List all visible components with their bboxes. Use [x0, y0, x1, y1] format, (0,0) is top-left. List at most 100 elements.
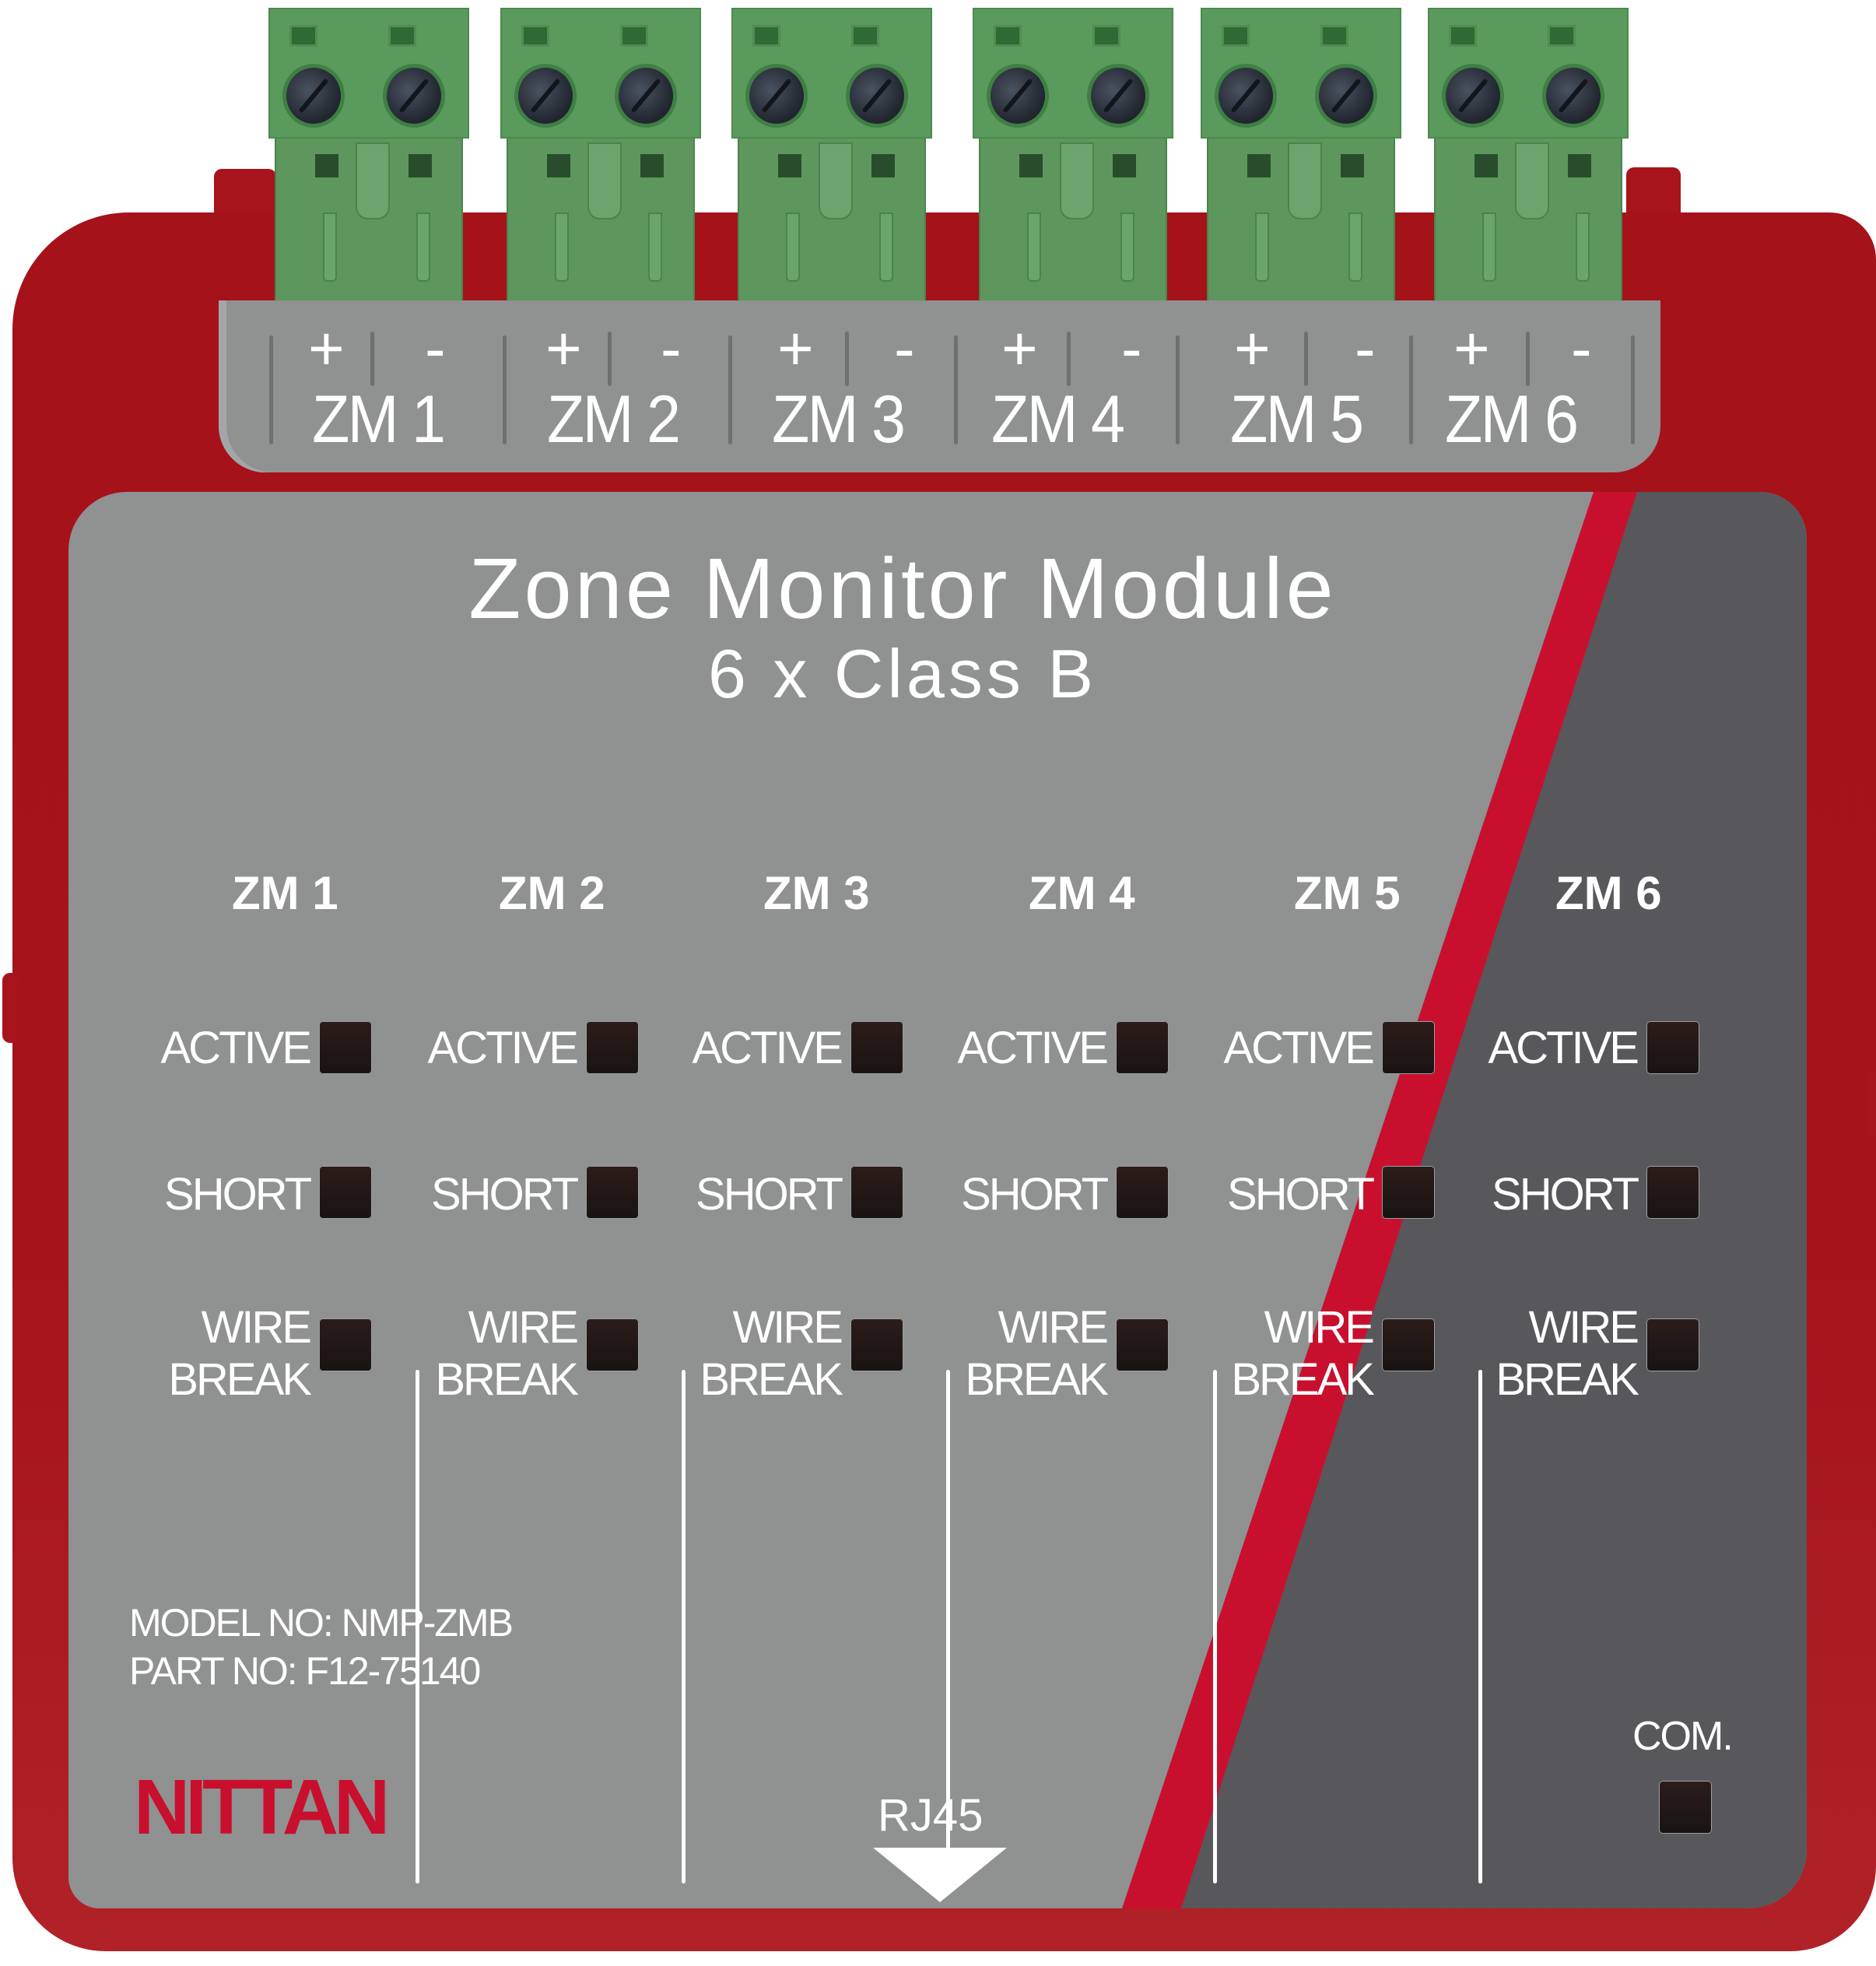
column-divider [416, 1370, 419, 1883]
terminal-minus-label: - [1571, 314, 1592, 383]
latch-tab[interactable] [819, 142, 853, 219]
terminal-plus-label: + [1001, 314, 1038, 383]
led-label-short: SHORT [1492, 1169, 1639, 1220]
terminal-plug [507, 139, 695, 300]
strip-divider [1176, 335, 1180, 444]
screw-plus-icon[interactable] [987, 64, 1049, 128]
led-active-zm3 [850, 1021, 903, 1074]
led-wire-zm2 [586, 1318, 639, 1371]
terminal-minus-label: - [661, 314, 682, 383]
latch-tab[interactable] [1515, 142, 1549, 219]
terminal-block-4[interactable] [973, 8, 1173, 300]
led-wire-zm5 [1382, 1318, 1435, 1371]
column-divider [1478, 1370, 1482, 1883]
led-label-wire: WIRE [732, 1302, 843, 1353]
terminal-zone-label: ZM 6 [1445, 382, 1579, 457]
latch-tab[interactable] [1060, 142, 1094, 219]
latch-tab[interactable] [1288, 142, 1322, 219]
screw-minus-icon[interactable] [1542, 64, 1604, 128]
terminal-zone-label: ZM 3 [772, 382, 906, 457]
led-active-zm6 [1646, 1021, 1699, 1074]
led-label-active: ACTIVE [692, 1023, 843, 1073]
terminal-plus-label: + [777, 314, 814, 383]
led-label-wire: WIRE [468, 1302, 579, 1353]
screw-minus-icon[interactable] [615, 64, 677, 128]
terminal-block-6[interactable] [1428, 8, 1629, 300]
terminal-plus-label: + [1453, 314, 1490, 383]
screw-plus-icon[interactable] [1442, 64, 1504, 128]
screw-minus-icon[interactable] [846, 64, 908, 128]
module-title: Zone Monitor Module [468, 541, 1337, 637]
terminal-plug [1207, 139, 1395, 300]
terminal-block-3[interactable] [731, 8, 932, 300]
terminal-head [1428, 8, 1629, 139]
terminal-head [731, 8, 932, 139]
led-label-break: BREAK [1496, 1354, 1639, 1405]
screw-minus-icon[interactable] [1087, 64, 1149, 128]
strip-divider [1631, 335, 1635, 444]
module-subtitle: 6 x Class B [707, 635, 1098, 712]
terminal-head [500, 8, 701, 139]
led-label-break: BREAK [168, 1354, 312, 1405]
screw-minus-icon[interactable] [383, 64, 445, 128]
strip-subdivider [370, 332, 374, 386]
screw-plus-icon[interactable] [1215, 64, 1277, 128]
led-label-short: SHORT [431, 1169, 579, 1220]
screw-plus-icon[interactable] [514, 64, 577, 128]
led-label-break: BREAK [435, 1354, 579, 1405]
led-label-wire: WIRE [1528, 1302, 1639, 1353]
column-divider [682, 1370, 686, 1883]
led-active-zm5 [1382, 1021, 1435, 1074]
led-label-active: ACTIVE [427, 1023, 579, 1073]
strip-divider [1409, 335, 1413, 444]
terminal-label-strip: +-ZM 1+-ZM 2+-ZM 3+-ZM 4+-ZM 5+-ZM 6 [219, 300, 1660, 472]
strip-subdivider [845, 332, 849, 386]
wire-entry-slot [289, 25, 317, 47]
strip-divider [728, 335, 732, 444]
column-divider [946, 1370, 950, 1883]
faceplate-graphic [1122, 492, 1807, 1908]
led-label-short: SHORT [164, 1169, 312, 1220]
led-label-break: BREAK [965, 1354, 1109, 1405]
wire-entry-slot [620, 25, 648, 47]
led-label-break: BREAK [1231, 1354, 1375, 1405]
terminal-block-2[interactable] [500, 8, 701, 300]
wire-entry-slot [1449, 25, 1477, 47]
led-label-wire: WIRE [998, 1302, 1109, 1353]
terminal-plus-label: + [308, 314, 345, 383]
terminal-plug [979, 139, 1167, 300]
terminal-zone-label: ZM 5 [1230, 382, 1364, 457]
wire-entry-slot [1320, 25, 1348, 47]
wire-entry-slot [388, 25, 416, 47]
zone-heading: ZM 6 [1555, 867, 1662, 919]
screw-minus-icon[interactable] [1315, 64, 1377, 128]
terminal-minus-label: - [894, 314, 915, 383]
terminal-plus-label: + [1234, 314, 1271, 383]
led-label-wire: WIRE [201, 1302, 312, 1353]
terminal-block-5[interactable] [1201, 8, 1401, 300]
screw-plus-icon[interactable] [745, 64, 808, 128]
strip-subdivider [608, 332, 612, 386]
led-active-zm2 [586, 1021, 639, 1074]
latch-tab[interactable] [356, 142, 390, 219]
latch-tab[interactable] [587, 142, 622, 219]
terminal-plug [738, 139, 926, 300]
wire-entry-slot [1092, 25, 1120, 47]
column-divider [1213, 1370, 1217, 1883]
wire-entry-slot [1222, 25, 1250, 47]
led-short-zm5 [1382, 1166, 1435, 1219]
part-number: PART NO: F12-75140 [129, 1649, 481, 1693]
led-com [1659, 1781, 1712, 1834]
rj45-arrow-icon [873, 1848, 1007, 1902]
led-label-short: SHORT [1227, 1169, 1375, 1220]
led-wire-zm1 [319, 1318, 372, 1371]
terminal-zone-label: ZM 2 [547, 382, 681, 457]
led-label-break: BREAK [700, 1354, 843, 1405]
strip-subdivider [1526, 332, 1530, 386]
terminal-block-1[interactable] [268, 8, 469, 300]
terminal-plug [275, 139, 463, 300]
led-label-active: ACTIVE [1488, 1023, 1639, 1073]
screw-plus-icon[interactable] [282, 64, 345, 128]
led-label-active: ACTIVE [957, 1023, 1109, 1073]
